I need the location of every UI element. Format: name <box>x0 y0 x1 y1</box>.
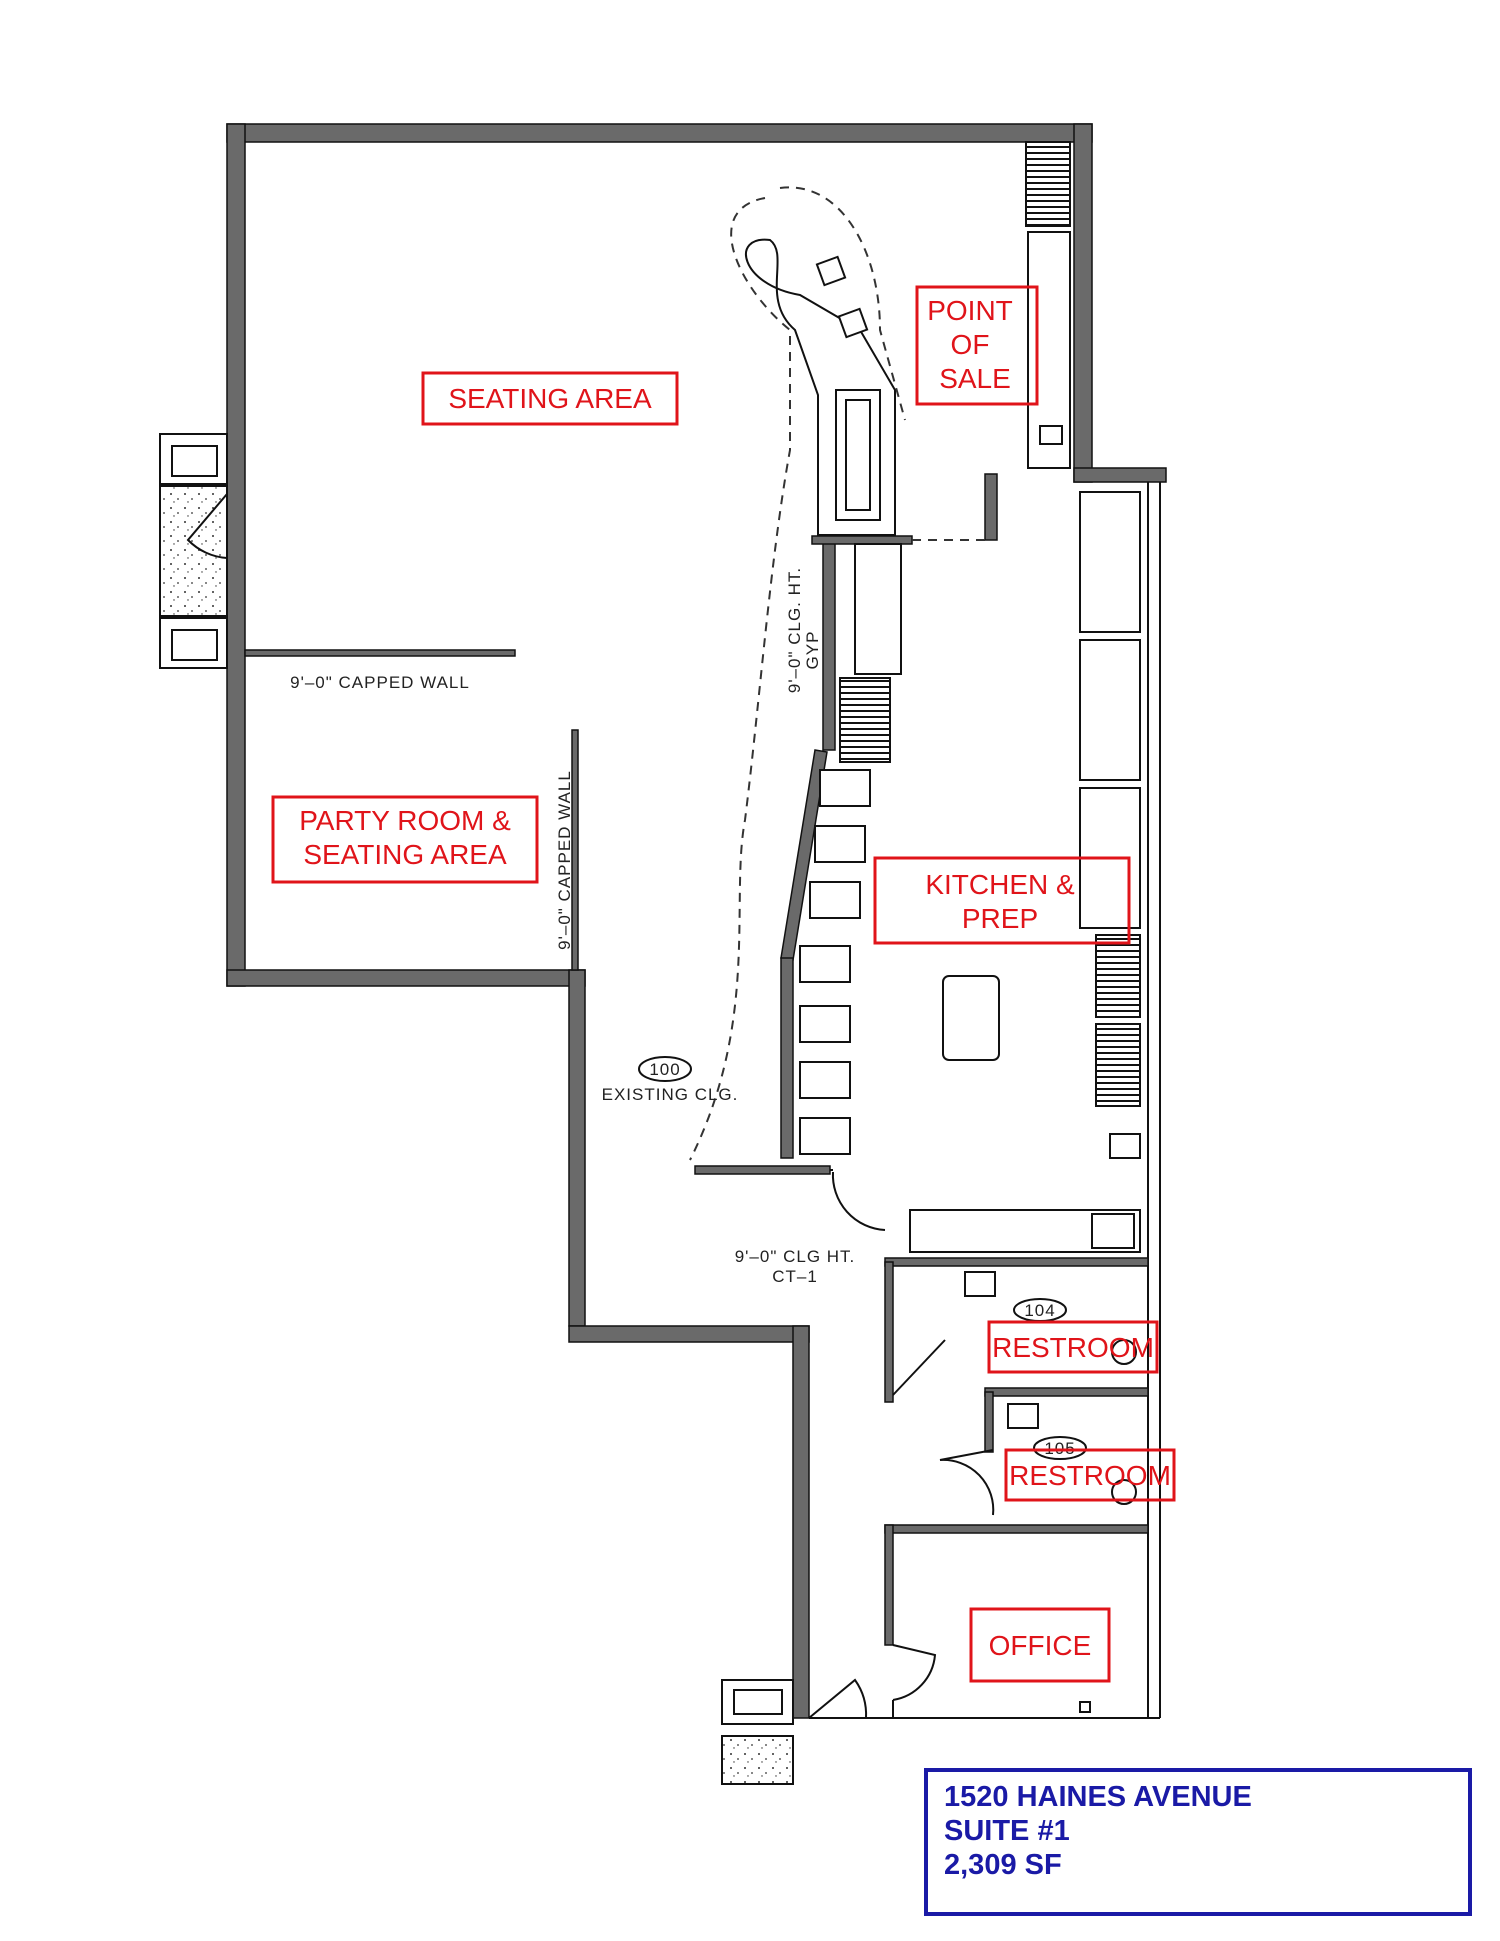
pos-line-1: POINT <box>927 295 1013 326</box>
party-room-label: PARTY ROOM & SEATING AREA <box>271 795 539 884</box>
gyp-ceiling-note-2: GYP <box>803 631 822 670</box>
restroom-2-label: RESTROOM <box>1004 1448 1176 1502</box>
clg-ht-ct1-note-1: 9'–0" CLG HT. <box>735 1247 856 1266</box>
capped-wall-horizontal-note: 9'–0" CAPPED WALL <box>290 673 470 692</box>
service-counter <box>689 141 1071 1161</box>
area-text: 2,309 SF <box>944 1849 1062 1881</box>
kitchen-line-1: KITCHEN & <box>925 869 1075 900</box>
office-label: OFFICE <box>969 1607 1111 1683</box>
seating-area-text: SEATING AREA <box>448 383 652 414</box>
capped-wall-vertical-note: 9'–0" CAPPED WALL <box>555 770 574 950</box>
address-text: 1520 HAINES AVENUE <box>944 1781 1252 1813</box>
restroom-2-tag-oval <box>1033 1436 1087 1460</box>
clg-ht-ct1-note-2: CT–1 <box>772 1267 818 1286</box>
interior-walls <box>244 473 1149 1718</box>
restroom-1-text: RESTROOM <box>992 1332 1154 1363</box>
notes: 9'–0" CAPPED WALL 9'–0" CAPPED WALL 9'–0… <box>290 567 1087 1460</box>
room-labels: SEATING AREA POINT OF SALE PARTY ROOM & … <box>271 285 1176 1683</box>
party-room-line-1: PARTY ROOM & <box>299 805 511 836</box>
seating-area-label: SEATING AREA <box>421 371 679 426</box>
point-of-sale-label: POINT OF SALE <box>915 285 1039 406</box>
kitchen-line-2: PREP <box>962 903 1038 934</box>
kitchen-label: KITCHEN & PREP <box>873 856 1131 945</box>
existing-clg-note: EXISTING CLG. <box>602 1085 739 1104</box>
exterior-walls <box>226 123 1167 1719</box>
restroom-1-tag: 104 <box>1024 1301 1055 1320</box>
suite-text: SUITE #1 <box>944 1815 1070 1847</box>
pos-line-3: SALE <box>939 363 1011 394</box>
rear-entrance <box>721 1678 868 1785</box>
gyp-ceiling-note-1: 9'–0" CLG. HT. <box>785 567 804 693</box>
office-text: OFFICE <box>989 1630 1092 1661</box>
restroom-1-label: RESTROOM <box>987 1320 1159 1374</box>
existing-clg-tag-oval <box>638 1056 692 1082</box>
party-room-line-2: SEATING AREA <box>303 839 507 870</box>
pos-line-2: OF <box>951 329 990 360</box>
kitchen-equipment <box>799 491 1141 1713</box>
property-info-box: 1520 HAINES AVENUE SUITE #1 2,309 SF <box>924 1768 1472 1916</box>
existing-clg-tag: 100 <box>649 1060 680 1079</box>
restroom-2-text: RESTROOM <box>1009 1460 1171 1491</box>
entrance-vestibule <box>159 433 228 669</box>
